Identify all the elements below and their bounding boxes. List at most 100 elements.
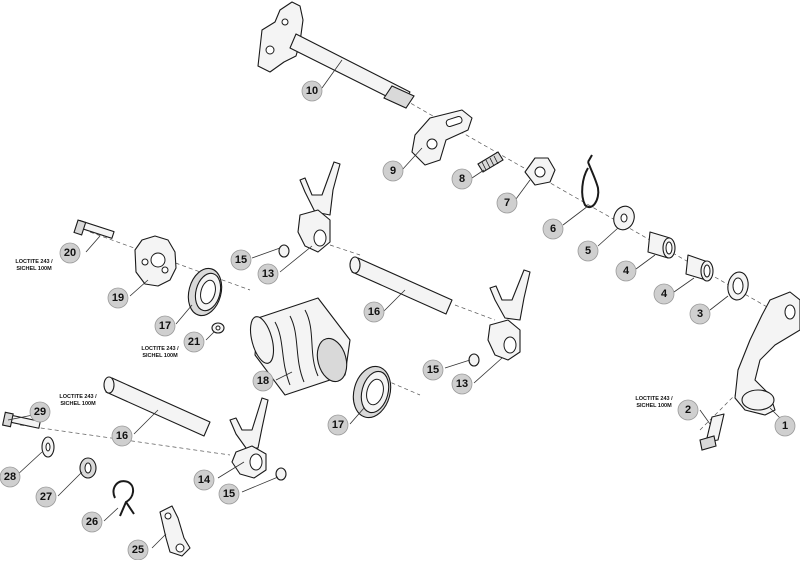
svg-text:LOCTITE 243 /: LOCTITE 243 / <box>15 259 53 265</box>
shift-fork-part-14 <box>229 397 269 479</box>
spring-part-8 <box>477 151 504 173</box>
svg-text:9: 9 <box>390 165 396 177</box>
svg-text:LOCTITE 243 /: LOCTITE 243 / <box>59 394 97 400</box>
callout-19[interactable]: 19 <box>107 287 129 309</box>
svg-text:LOCTITE 243 /: LOCTITE 243 / <box>141 346 179 352</box>
callout-17a[interactable]: 17 <box>154 315 176 337</box>
svg-text:3: 3 <box>697 308 703 320</box>
svg-text:7: 7 <box>504 197 510 209</box>
loctite-note-2: LOCTITE 243 / SICHEL 100M <box>635 396 673 409</box>
svg-text:10: 10 <box>306 85 318 97</box>
svg-text:16: 16 <box>368 306 380 318</box>
shift-drum-part-18 <box>249 297 351 396</box>
bushing-part-4b <box>685 254 714 282</box>
shift-lever-part-1 <box>734 291 800 416</box>
callout-10[interactable]: 10 <box>301 80 323 102</box>
spring-clip-part-26 <box>112 480 135 517</box>
callout-16a[interactable]: 16 <box>363 301 385 323</box>
svg-text:8: 8 <box>459 173 465 185</box>
shift-fork-part-13a <box>297 161 341 253</box>
svg-text:SICHEL 100M: SICHEL 100M <box>142 353 178 359</box>
fork-shaft-part-16a <box>349 256 453 315</box>
shift-plate-part-9 <box>411 109 473 166</box>
svg-text:17: 17 <box>159 320 171 332</box>
svg-text:16: 16 <box>116 430 128 442</box>
callout-13a[interactable]: 13 <box>257 263 279 285</box>
svg-text:15: 15 <box>427 364 439 376</box>
callout-17b[interactable]: 17 <box>327 414 349 436</box>
pawl-part-7 <box>524 157 556 186</box>
bearing-part-17b <box>352 365 392 419</box>
circlip-part-6 <box>581 154 600 208</box>
callout-14[interactable]: 14 <box>193 469 215 491</box>
callout-4b[interactable]: 4 <box>653 283 675 305</box>
svg-text:SICHEL 100M: SICHEL 100M <box>60 401 96 407</box>
callout-4a[interactable]: 4 <box>615 260 637 282</box>
svg-text:SICHEL 100M: SICHEL 100M <box>16 266 52 272</box>
callout-3[interactable]: 3 <box>689 303 711 325</box>
callout-27[interactable]: 27 <box>35 486 57 508</box>
guide-pin-part-15c <box>275 467 287 481</box>
callout-20[interactable]: 20 <box>59 242 81 264</box>
svg-text:17: 17 <box>332 419 344 431</box>
svg-text:25: 25 <box>132 544 144 556</box>
callout-16b[interactable]: 16 <box>111 425 133 447</box>
callout-18[interactable]: 18 <box>252 370 274 392</box>
callout-15b[interactable]: 15 <box>422 359 444 381</box>
guide-pin-part-15b <box>468 353 480 367</box>
svg-text:18: 18 <box>257 375 269 387</box>
svg-text:14: 14 <box>198 474 211 486</box>
callout-2[interactable]: 2 <box>677 399 699 421</box>
screw-part-21 <box>211 322 225 334</box>
loctite-note-21: LOCTITE 243 / SICHEL 100M <box>141 346 179 359</box>
loctite-note-20: LOCTITE 243 / SICHEL 100M <box>15 259 53 272</box>
callout-29[interactable]: 29 <box>29 401 51 423</box>
callout-13b[interactable]: 13 <box>451 373 473 395</box>
callout-21[interactable]: 21 <box>183 331 205 353</box>
callout-9[interactable]: 9 <box>382 160 404 182</box>
svg-text:2: 2 <box>685 404 691 416</box>
svg-text:13: 13 <box>262 268 274 280</box>
shift-drum-star-part-19 <box>134 235 177 287</box>
svg-text:5: 5 <box>585 245 591 257</box>
svg-text:4: 4 <box>661 288 668 300</box>
callout-5[interactable]: 5 <box>577 240 599 262</box>
callout-26[interactable]: 26 <box>81 511 103 533</box>
loctite-note-29: LOCTITE 243 / SICHEL 100M <box>59 394 97 407</box>
svg-text:1: 1 <box>782 420 788 432</box>
bolt-part-2 <box>699 413 725 451</box>
svg-text:28: 28 <box>4 471 16 483</box>
washer-part-5 <box>613 205 635 231</box>
bushing-part-4a <box>647 231 676 259</box>
shift-fork-part-13b <box>487 269 531 361</box>
svg-text:26: 26 <box>86 516 98 528</box>
washer-part-3 <box>727 271 749 301</box>
svg-text:13: 13 <box>456 378 468 390</box>
callout-1[interactable]: 1 <box>774 415 796 437</box>
washer-part-28 <box>41 436 55 458</box>
callout-6[interactable]: 6 <box>542 218 564 240</box>
svg-text:6: 6 <box>550 223 556 235</box>
bearing-part-17a <box>187 267 223 317</box>
callout-7[interactable]: 7 <box>496 192 518 214</box>
guide-pin-part-15a <box>278 244 290 258</box>
callout-25[interactable]: 25 <box>127 539 149 561</box>
svg-text:LOCTITE 243 /: LOCTITE 243 / <box>635 396 673 402</box>
svg-text:15: 15 <box>223 488 235 500</box>
svg-text:27: 27 <box>40 491 52 503</box>
svg-text:19: 19 <box>112 292 124 304</box>
callout-15c[interactable]: 15 <box>218 483 240 505</box>
callout-8[interactable]: 8 <box>451 168 473 190</box>
link-part-25 <box>159 505 191 557</box>
leader-lines <box>7 59 785 549</box>
svg-text:SICHEL 100M: SICHEL 100M <box>636 403 672 409</box>
svg-text:29: 29 <box>34 406 46 418</box>
fork-shaft-part-16b <box>103 376 211 437</box>
bushing-part-27 <box>79 457 97 479</box>
callout-15a[interactable]: 15 <box>230 249 252 271</box>
svg-text:20: 20 <box>64 247 76 259</box>
callout-28[interactable]: 28 <box>0 466 21 488</box>
svg-text:15: 15 <box>235 254 247 266</box>
bolt-part-20 <box>73 219 115 239</box>
